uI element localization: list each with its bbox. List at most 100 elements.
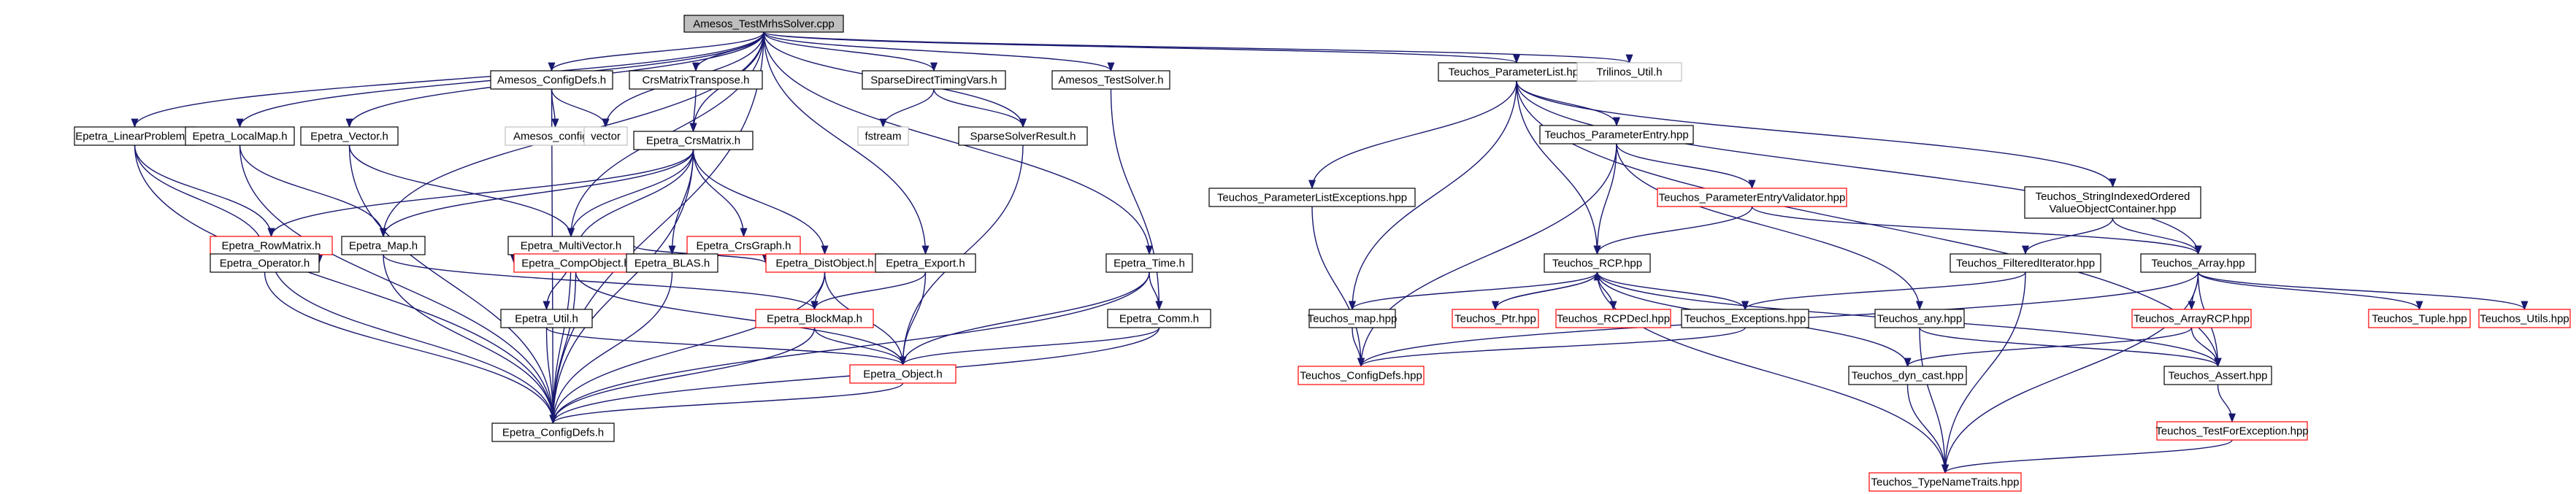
- edge-tParamListExc-to-tConfigDefs: [1311, 206, 1365, 368]
- node-eBlockMap[interactable]: Epetra_BlockMap.h: [755, 309, 874, 328]
- node-eCompObject[interactable]: Epetra_CompObject.h: [513, 253, 638, 273]
- node-eMap[interactable]: Epetra_Map.h: [341, 236, 426, 255]
- edge-eBlockMap-to-eObject: [813, 327, 907, 366]
- node-label: Epetra_Export.h: [886, 258, 965, 270]
- node-box: [1544, 253, 1651, 273]
- node-tAny[interactable]: Teuchos_any.hpp: [1874, 309, 1965, 328]
- node-label: Epetra_RowMatrix.h: [222, 240, 321, 252]
- edge-eBlockMap-to-eConfigDefs: [549, 327, 816, 425]
- node-label: Epetra_ConfigDefs.h: [502, 427, 604, 439]
- edge-tParamList-to-tMap: [1348, 80, 1517, 311]
- node-label: Teuchos_TypeNameTraits.hpp: [1871, 476, 2020, 489]
- edge-eObject-to-eConfigDefs: [549, 382, 904, 425]
- edge-eLocalMap-to-eMap: [239, 144, 388, 238]
- node-tParamList[interactable]: Teuchos_ParameterList.hpp: [1438, 62, 1595, 82]
- edge-tStrIdx-to-tFilteredIter: [2022, 217, 2114, 255]
- node-tDynCast[interactable]: Teuchos_dyn_cast.hpp: [1848, 366, 1967, 385]
- edge-eUtil-to-eConfigDefs: [545, 327, 557, 425]
- node-eDistObject[interactable]: Epetra_DistObject.h: [765, 253, 884, 273]
- edge-eOperator-to-eConfigDefs: [264, 271, 557, 425]
- node-root[interactable]: Amesos_TestMrhsSolver.cpp: [683, 15, 844, 33]
- node-eBLAS[interactable]: Epetra_BLAS.h: [626, 253, 718, 273]
- node-eExport[interactable]: Epetra_Export.h: [875, 253, 976, 273]
- node-box: [626, 253, 718, 273]
- edge-root-to-eConfigDefs: [549, 31, 764, 425]
- node-box: [862, 70, 1006, 90]
- node-tAssert[interactable]: Teuchos_Assert.hpp: [2163, 366, 2272, 385]
- node-box: [1657, 188, 1847, 207]
- node-tTestForExc[interactable]: Teuchos_TestForException.hpp: [2155, 421, 2309, 441]
- edge-aTestSolver-to-eComm: [1110, 88, 1163, 311]
- edge-tFilteredIter-to-tExceptions: [1741, 271, 2026, 311]
- node-eComm[interactable]: Epetra_Comm.h: [1107, 309, 1211, 328]
- node-tParamEntry[interactable]: Teuchos_ParameterEntry.hpp: [1539, 125, 1694, 144]
- node-tRCP[interactable]: Teuchos_RCP.hpp: [1544, 253, 1651, 273]
- edge-tParamEntryVal-to-tArray: [1751, 206, 2202, 255]
- node-tExceptions[interactable]: Teuchos_Exceptions.hpp: [1681, 309, 1809, 328]
- edge-root-to-crsTranspose: [691, 31, 764, 72]
- node-eMultiVector[interactable]: Epetra_MultiVector.h: [507, 236, 635, 255]
- node-eCrsGraph[interactable]: Epetra_CrsGraph.h: [686, 236, 801, 255]
- node-box: [857, 126, 909, 146]
- node-box: [2140, 253, 2256, 273]
- node-eLinProb[interactable]: Epetra_LinearProblem.h: [74, 126, 196, 146]
- node-tRCPDecl[interactable]: Teuchos_RCPDecl.hpp: [1555, 309, 1671, 328]
- edge-eCrsMatrix-to-eMultiVector: [567, 149, 694, 238]
- node-label: Teuchos_TestForException.hpp: [2155, 425, 2308, 438]
- node-tParamEntryVal[interactable]: Teuchos_ParameterEntryValidator.hpp: [1657, 188, 1847, 207]
- node-eUtil[interactable]: Epetra_Util.h: [500, 309, 593, 328]
- edge-tParamList-to-tArray: [1516, 80, 2202, 255]
- node-label: Epetra_CompObject.h: [521, 258, 629, 270]
- node-box: [185, 126, 295, 146]
- node-tUtils[interactable]: Teuchos_Utils.hpp: [2478, 309, 2571, 328]
- edge-tParamList-to-tRCP: [1516, 80, 1601, 255]
- node-eTime[interactable]: Epetra_Time.h: [1105, 253, 1193, 273]
- node-tConfigDefs[interactable]: Teuchos_ConfigDefs.hpp: [1297, 366, 1425, 385]
- edge-tArray-to-tTuple: [2197, 271, 2423, 311]
- node-vector: vector: [583, 126, 628, 146]
- edge-tArrayRCP-to-tAssert: [2190, 327, 2222, 368]
- node-tParamListExc[interactable]: Teuchos_ParameterListExceptions.hpp: [1208, 188, 1416, 207]
- node-box: [1950, 253, 2101, 273]
- node-eVector[interactable]: Epetra_Vector.h: [300, 126, 399, 146]
- edge-tArray-to-tUtils: [2197, 271, 2529, 311]
- node-tArrayRCP[interactable]: Teuchos_ArrayRCP.hpp: [2131, 309, 2252, 328]
- node-tTuple[interactable]: Teuchos_Tuple.hpp: [2368, 309, 2471, 328]
- node-box: [1105, 253, 1193, 273]
- node-label: Teuchos_ArrayRCP.hpp: [2134, 313, 2250, 325]
- edge-eDistObject-to-eConfigDefs: [549, 271, 826, 425]
- node-label: fstream: [865, 131, 901, 143]
- node-label: Teuchos_Ptr.hpp: [1454, 313, 1536, 325]
- node-box: [507, 236, 635, 255]
- node-label: Teuchos_Tuple.hpp: [2372, 313, 2466, 325]
- node-eObject[interactable]: Epetra_Object.h: [849, 364, 957, 384]
- node-tFilteredIter[interactable]: Teuchos_FilteredIterator.hpp: [1950, 253, 2101, 273]
- edge-eLocalMap-to-eConfigDefs: [239, 144, 557, 425]
- node-aTestSolver[interactable]: Amesos_TestSolver.h: [1051, 70, 1170, 90]
- node-eConfigDefs[interactable]: Epetra_ConfigDefs.h: [491, 422, 615, 442]
- node-eOperator[interactable]: Epetra_Operator.h: [210, 253, 320, 273]
- node-label: Epetra_Util.h: [515, 313, 578, 325]
- edge-tParamEntry-to-tAny: [1616, 143, 1923, 311]
- node-label: Teuchos_ConfigDefs.hpp: [1300, 370, 1422, 382]
- node-box: [210, 253, 320, 273]
- node-aConfigDefs[interactable]: Amesos_ConfigDefs.h: [490, 70, 613, 90]
- node-tArray[interactable]: Teuchos_Array.hpp: [2140, 253, 2256, 273]
- node-eLocalMap[interactable]: Epetra_LocalMap.h: [185, 126, 295, 146]
- node-label: Teuchos_ParameterList.hpp: [1449, 66, 1585, 79]
- node-sparseTiming[interactable]: SparseDirectTimingVars.h: [862, 70, 1006, 90]
- node-eRowMatrix[interactable]: Epetra_RowMatrix.h: [210, 236, 333, 255]
- node-label: Teuchos_Array.hpp: [2151, 258, 2245, 270]
- node-sparseResult[interactable]: SparseSolverResult.h: [958, 126, 1088, 146]
- node-label: Teuchos_Exceptions.hpp: [1684, 313, 1806, 325]
- node-tPtr[interactable]: Teuchos_Ptr.hpp: [1452, 309, 1539, 328]
- node-tTypeNameTraits[interactable]: Teuchos_TypeNameTraits.hpp: [1868, 472, 2022, 492]
- edge-root-to-aConfigDefs: [548, 31, 764, 72]
- node-eCrsMatrix[interactable]: Epetra_CrsMatrix.h: [633, 131, 754, 150]
- node-label: Teuchos_Utils.hpp: [2480, 313, 2569, 325]
- edge-eCrsMatrix-to-eDistObject: [692, 149, 829, 255]
- node-crsTranspose[interactable]: CrsMatrixTranspose.h: [629, 70, 763, 90]
- node-tMap[interactable]: Teuchos_map.hpp: [1308, 309, 1398, 328]
